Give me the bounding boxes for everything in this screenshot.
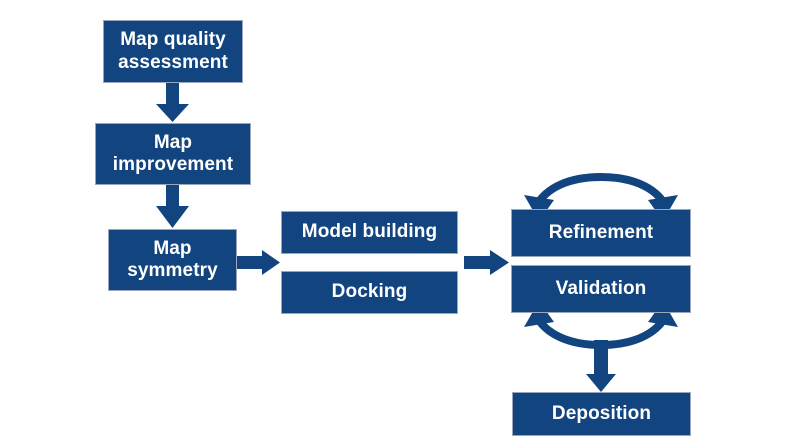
node-refinement[interactable]: Refinement [511,209,691,257]
node-validation[interactable]: Validation [511,265,691,313]
connector-map-improvement-to-map-symmetry [156,185,189,228]
connector-map-symmetry-to-building-docking [237,250,280,275]
node-model-building[interactable]: Model building [281,211,458,254]
connector-building-docking-to-refinement-validation [464,250,509,275]
node-map-quality-assessment[interactable]: Map quality assessment [103,20,243,83]
node-map-symmetry[interactable]: Map symmetry [108,229,237,291]
node-map-improvement[interactable]: Map improvement [95,123,251,185]
connector-map-quality-to-map-improvement [156,83,189,122]
connector-cycle-to-deposition [586,340,616,392]
node-deposition[interactable]: Deposition [512,392,691,436]
node-docking[interactable]: Docking [281,271,458,314]
